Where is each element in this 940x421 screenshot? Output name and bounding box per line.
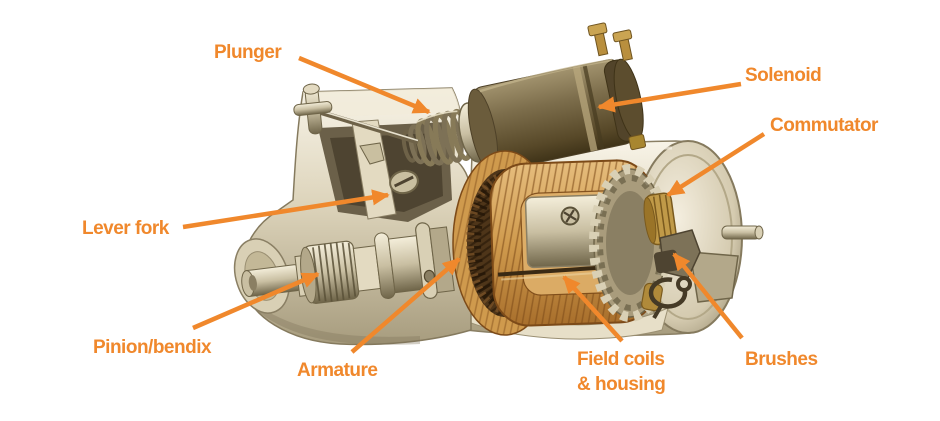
pivot-screw	[389, 169, 419, 195]
callout-arrow-brushes	[672, 252, 744, 340]
label-field-coils-housing: Field coils & housing	[577, 347, 666, 397]
adjusting-rod	[293, 83, 419, 145]
lever-fork-pivot	[359, 142, 385, 165]
rod-handle	[293, 83, 333, 135]
label-field-coils-line1: Field coils	[577, 349, 665, 370]
callout-arrow-solenoid	[597, 81, 742, 113]
label-commutator: Commutator	[770, 115, 878, 136]
callout-arrow-field-coils	[562, 275, 624, 343]
pole-screw	[560, 206, 580, 226]
solenoid-terminals	[587, 22, 647, 151]
shaft-pinion-assembly	[241, 222, 455, 304]
label-brushes: Brushes	[745, 349, 818, 370]
label-field-coils-line2: & housing	[577, 374, 666, 395]
label-armature: Armature	[297, 360, 378, 381]
commutator	[643, 192, 678, 246]
solenoid-assembly	[401, 22, 647, 173]
label-lever-fork: Lever fork	[82, 218, 169, 239]
callout-arrow-lever-fork	[182, 189, 390, 230]
callout-arrows	[182, 55, 766, 354]
label-pinion-bendix: Pinion/bendix	[93, 337, 212, 358]
pinion-gear	[300, 240, 360, 304]
callout-arrow-plunger	[298, 55, 431, 115]
label-solenoid: Solenoid	[745, 65, 822, 86]
callout-arrow-pinion	[192, 271, 320, 331]
callout-arrow-commutator	[666, 132, 766, 197]
callout-arrow-armature	[350, 257, 461, 354]
label-plunger: Plunger	[214, 42, 282, 63]
brush-spring-clip	[648, 276, 692, 320]
